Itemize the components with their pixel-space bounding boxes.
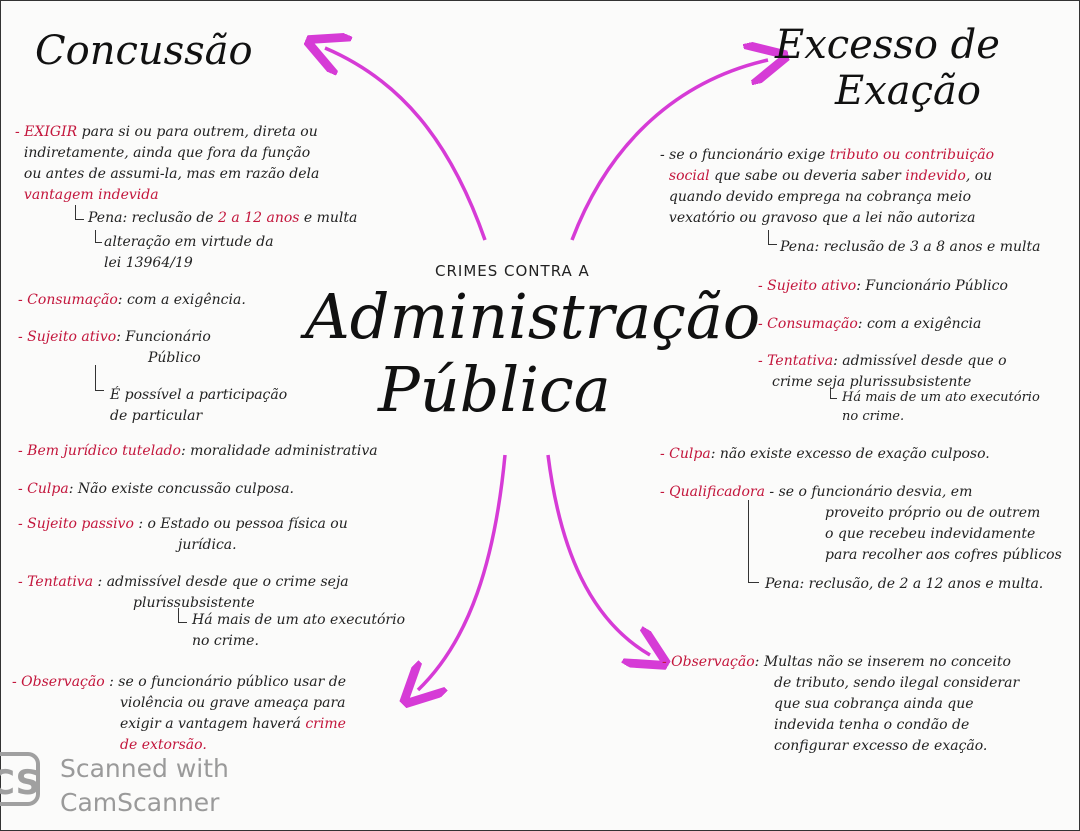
concussao-title: Concussão (35, 28, 253, 74)
concussao-tentativa: - Tentativa : admissível desde que o cri… (18, 574, 349, 611)
arrow-to-excesso (570, 60, 768, 241)
bracket (95, 365, 104, 391)
center-title-line2: Pública (378, 353, 611, 426)
excesso-consumacao: - Consumação: com a exigência (758, 316, 982, 332)
concussao-definition: - EXIGIR para si ou para outrem, direta … (15, 124, 320, 203)
concussao-observacao: - Observação : se o funcionário público … (12, 674, 347, 753)
excesso-culpa: - Culpa: não existe excesso de exação cu… (660, 446, 990, 462)
excesso-qualificadora-pena: Pena: reclusão, de 2 a 12 anos e multa. (765, 576, 1044, 592)
arrow-to-concussao (325, 48, 487, 241)
center-title-line1: Administração (305, 280, 761, 353)
excesso-sujeito-ativo: - Sujeito ativo: Funcionário Público (758, 278, 1008, 294)
concussao-bem-juridico: - Bem jurídico tutelado: moralidade admi… (18, 443, 378, 459)
excesso-tentativa: - Tentativa: admissível desde que o crim… (758, 353, 1007, 390)
bracket (95, 230, 102, 243)
bracket (178, 608, 187, 623)
bracket (830, 388, 837, 399)
bracket (768, 230, 777, 245)
arrow-to-observacao-left (418, 454, 507, 690)
concussao-pena: Pena: reclusão de 2 a 12 anos e multa (88, 210, 358, 226)
bracket (75, 205, 84, 220)
concussao-culpa: - Culpa: Não existe concussão culposa. (18, 481, 294, 497)
excesso-definition: - se o funcionário exige tributo ou cont… (660, 147, 995, 226)
arrow-to-observacao-right (546, 454, 650, 655)
concussao-sujeito-passivo: - Sujeito passivo : o Estado ou pessoa f… (18, 516, 348, 553)
bracket (748, 500, 759, 583)
excesso-qualificadora: - Qualificadora - se o funcionário desvi… (660, 484, 1062, 563)
concussao-sujeito-ativo: - Sujeito ativo: Funcionário Público (18, 329, 211, 366)
concussao-consumacao: - Consumação: com a exigência. (18, 292, 246, 308)
excesso-observacao: - Observação: Multas não se inserem no c… (662, 654, 1020, 754)
excesso-pena: Pena: reclusão de 3 a 8 anos e multa (780, 239, 1041, 255)
center-subtitle: CRIMES CONTRA A (435, 262, 590, 280)
camscanner-logo: CS (0, 752, 40, 806)
